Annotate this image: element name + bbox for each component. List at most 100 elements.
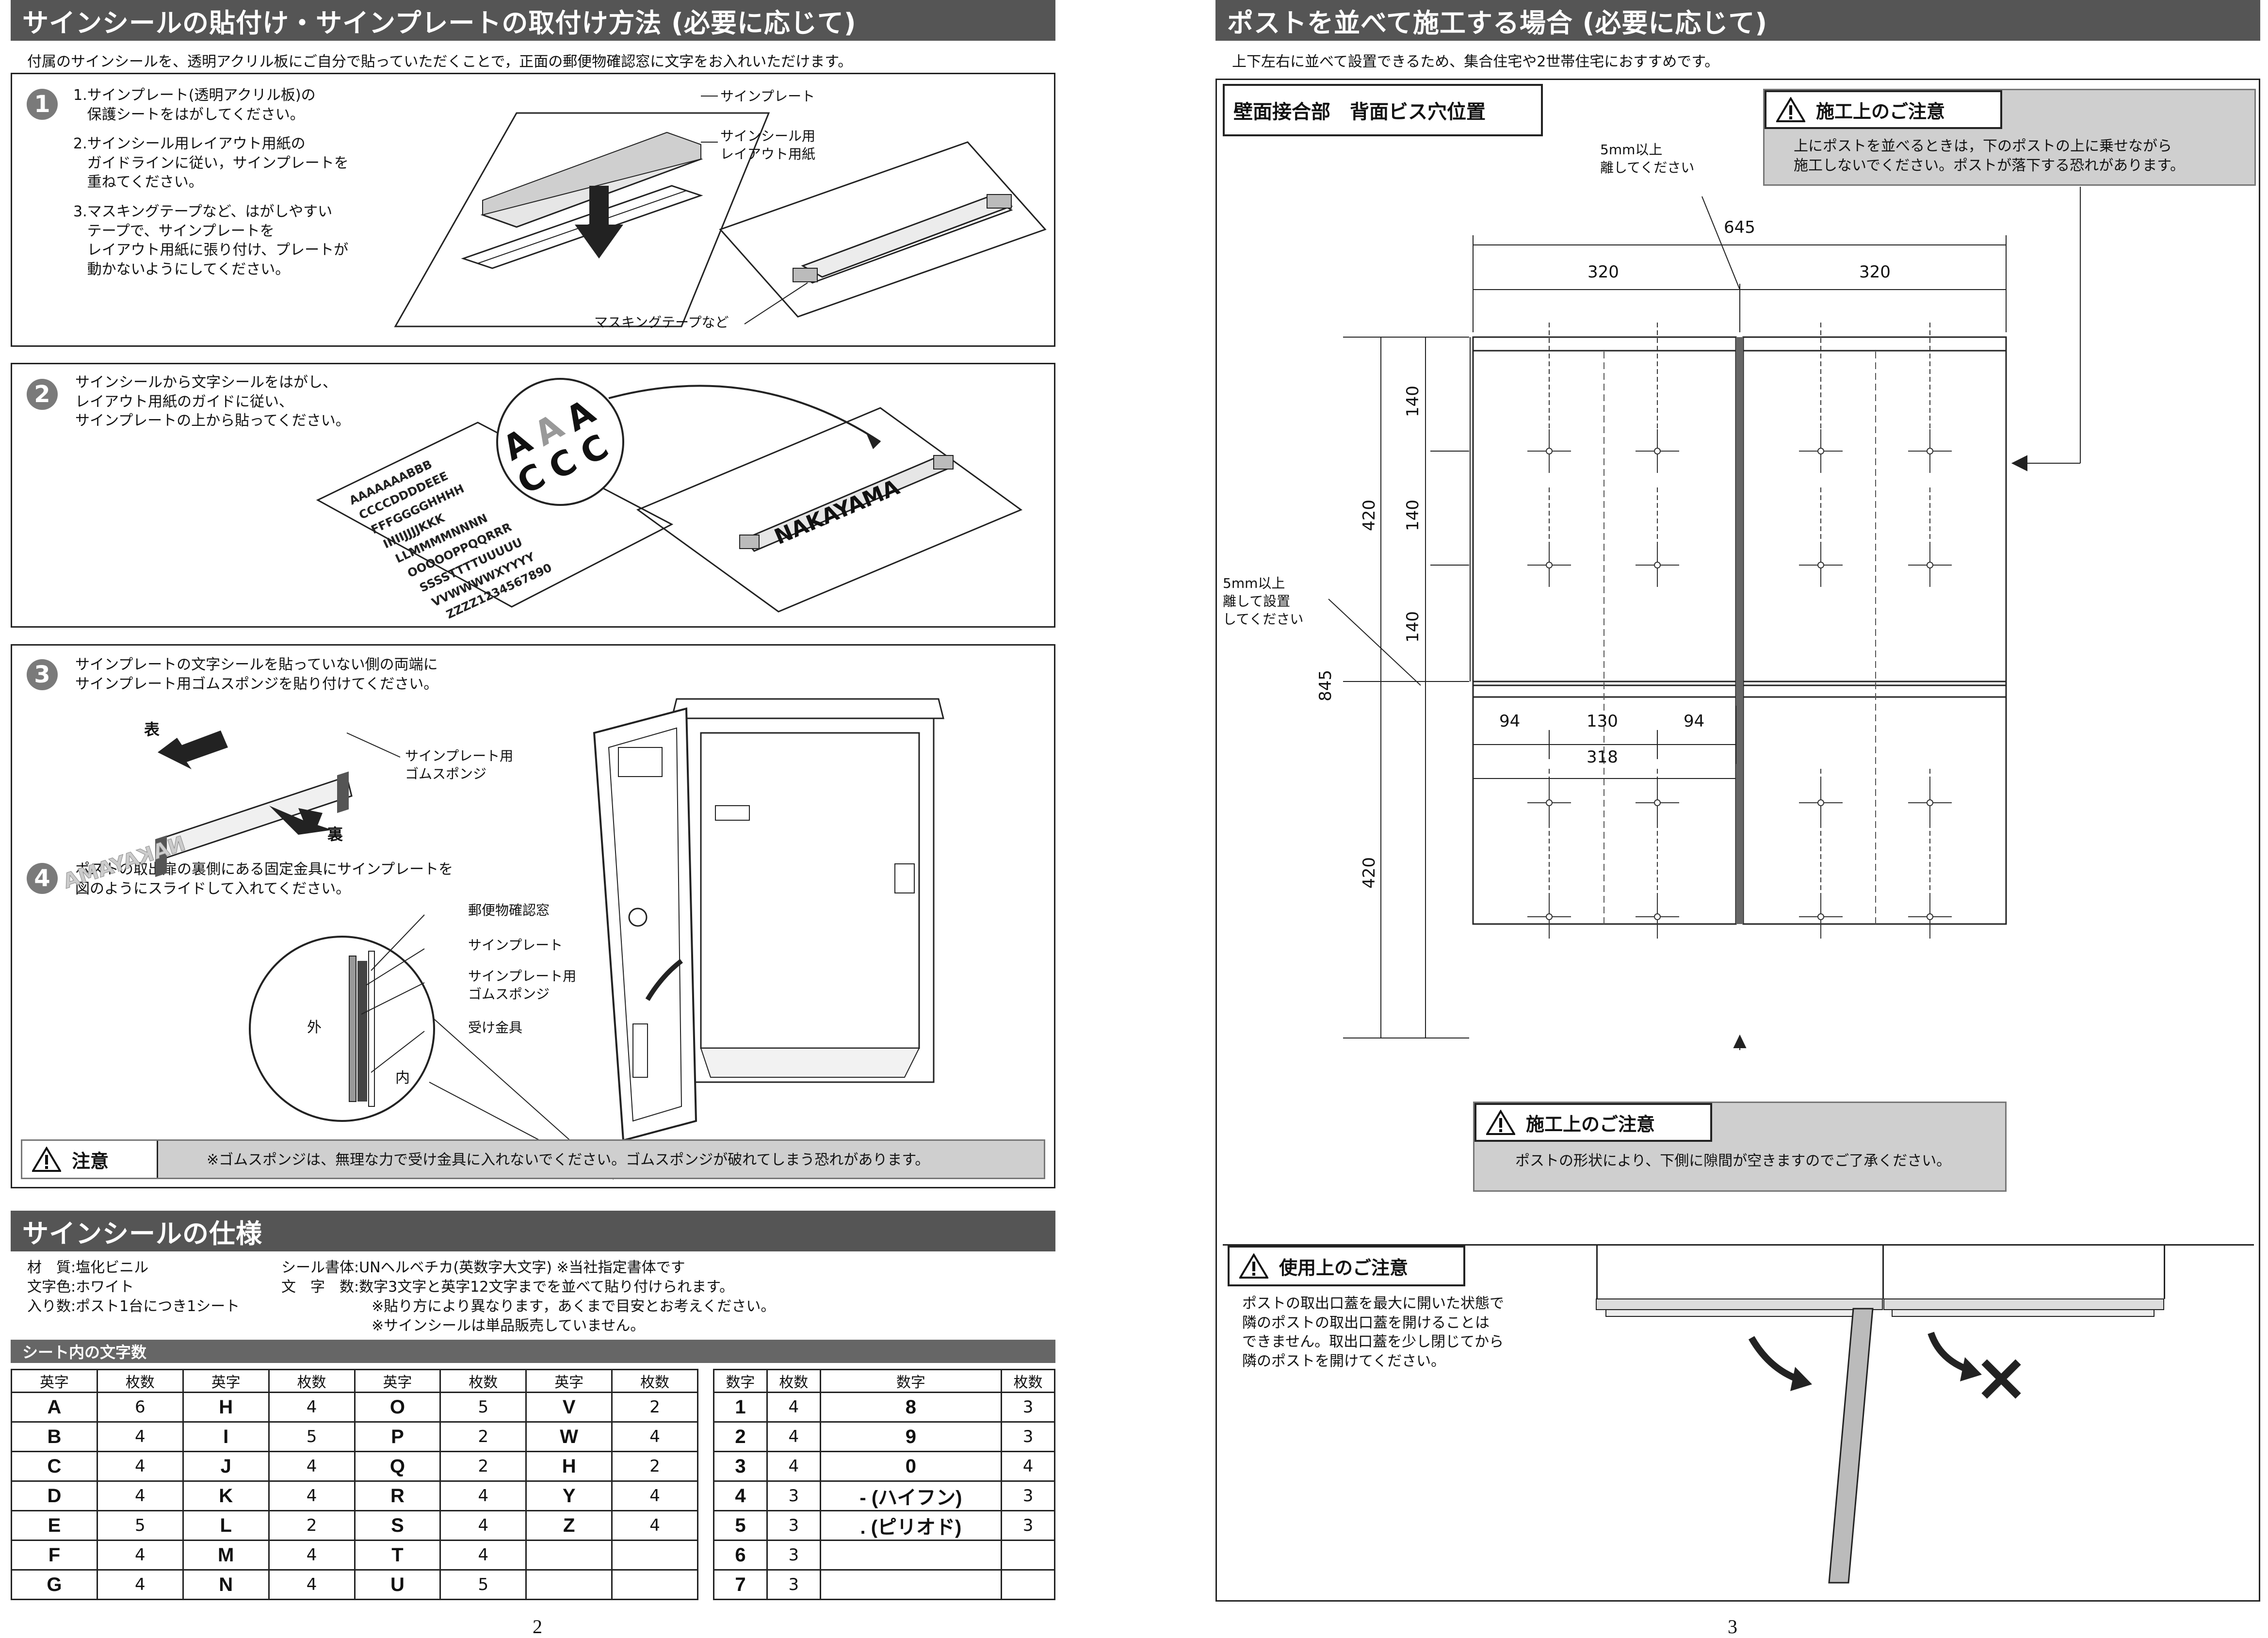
alpha-char-cell: P <box>354 1421 441 1452</box>
alpha-count-cell: 2 <box>611 1451 698 1482</box>
right-panel: 壁面接合部 背面ビス穴位置 施工上のご注意 上にポストを並べるときは，下のポスト… <box>1215 79 2260 1602</box>
alpha-count-cell: 4 <box>611 1421 698 1452</box>
screw-hole-center <box>1546 799 1553 806</box>
caution-text: ※ゴムスポンジは、無理な力で受け金具に入れないでください。ゴムスポンジが破れてし… <box>207 1151 930 1168</box>
screw-hole-center <box>1927 799 1933 806</box>
alpha-char-cell: F <box>11 1540 98 1571</box>
caution-mid-header: 施工上のご注意 <box>1474 1103 1712 1142</box>
right-header-bar: ポストを並べて施工する場合 (必要に応じて) <box>1215 0 2260 41</box>
num-count-cell: 4 <box>1001 1451 1055 1482</box>
spec-material: 材 質:塩化ビニル <box>27 1259 149 1276</box>
step2-panel: 2 サインシールから文字シールをはがし、 レイアウト用紙のガイドに従い、 サイン… <box>11 363 1055 628</box>
num-header-cell: 数字 <box>713 1369 768 1393</box>
num-char-cell: - (ハイフン) <box>819 1480 1003 1511</box>
screw-hole-center <box>1927 448 1933 454</box>
alpha-header-cell: 英字 <box>11 1369 98 1393</box>
alpha-char-cell: D <box>11 1480 98 1511</box>
num-char-cell: 8 <box>819 1392 1003 1423</box>
num-header-cell: 枚数 <box>1001 1369 1055 1393</box>
alpha-count-cell <box>611 1569 698 1600</box>
alpha-count-cell: 4 <box>268 1540 356 1571</box>
alpha-char-cell: B <box>11 1421 98 1452</box>
chars-header-bar: シート内の文字数 <box>11 1340 1055 1363</box>
alpha-count-cell: 4 <box>439 1510 527 1541</box>
alpha-count-cell: 5 <box>96 1510 184 1541</box>
num-count-cell: 3 <box>1001 1392 1055 1423</box>
caution-use-title: 使用上のご注意 <box>1279 1257 1409 1279</box>
spec-title: サインシールの仕様 <box>22 1218 262 1249</box>
dim-94-left: 94 <box>1499 712 1521 731</box>
caution-top-header: 施工上のご注意 <box>1765 90 2002 129</box>
spec-note2: ※サインシールは単品販売していません。 <box>372 1317 645 1334</box>
alpha-header-row: 英字枚数英字枚数英字枚数英字枚数 <box>11 1369 698 1393</box>
num-char-cell: 4 <box>713 1480 768 1511</box>
spec-color: 文字色:ホワイト <box>27 1279 134 1296</box>
caution-header: 注意 <box>22 1141 158 1178</box>
alpha-count-cell: 4 <box>96 1421 184 1452</box>
step4-label-window: 郵便物確認窓 <box>468 902 550 918</box>
step1-text2: 2.サインシール用レイアウト用紙の ガイドラインに従い，サインプレートを 重ねて… <box>73 135 349 191</box>
alpha-header-cell: 枚数 <box>611 1369 698 1393</box>
screw-hole-center <box>1927 562 1933 568</box>
num-char-cell: 6 <box>713 1540 768 1571</box>
num-count-cell: 3 <box>766 1540 821 1571</box>
alpha-char-cell: N <box>182 1569 270 1600</box>
num-char-cell: 1 <box>713 1392 768 1423</box>
caution-box: 注意 ※ゴムスポンジは、無理な力で受け金具に入れないでください。ゴムスポンジが破… <box>21 1139 1045 1179</box>
num-char-cell: 7 <box>713 1569 768 1600</box>
dim-140-c: 140 <box>1403 611 1423 643</box>
screw-hole-center <box>1654 799 1661 806</box>
alpha-count-cell: 5 <box>439 1569 527 1600</box>
step1-text1: 1.サインプレート(透明アクリル板)の 保護シートをはがしてください。 <box>73 87 316 123</box>
alpha-count-cell: 2 <box>268 1510 356 1541</box>
diagram-title: 壁面接合部 背面ビス穴位置 <box>1233 101 1486 123</box>
dim-gap-note: 5mm以上 離してください <box>1600 142 1695 176</box>
step1-number: 1 <box>27 89 58 120</box>
alpha-char-cell: U <box>354 1569 441 1600</box>
diagram-title-box: 壁面接合部 背面ビス穴位置 <box>1223 84 1543 136</box>
alpha-char-cell <box>525 1569 613 1600</box>
alpha-char-cell: Q <box>354 1451 441 1482</box>
dim-845: 845 <box>1316 669 1336 701</box>
dim-420-b: 420 <box>1360 857 1379 889</box>
caution-top-text: 上にポストを並べるときは，下のポストの上に乗せながら 施工しないでください。ポス… <box>1794 138 2185 174</box>
num-count-cell: 3 <box>1001 1510 1055 1541</box>
num-char-cell: 0 <box>819 1451 1003 1482</box>
num-count-cell <box>1001 1540 1055 1571</box>
alpha-count-cell: 6 <box>96 1392 184 1423</box>
svg-text:NAKAYAMA: NAKAYAMA <box>771 475 903 550</box>
right-page-number: 3 <box>1728 1616 1737 1638</box>
step1-illustration <box>394 96 1047 327</box>
alpha-char-cell <box>525 1540 613 1571</box>
dim-total-width: 645 <box>1724 218 1755 237</box>
num-count-cell: 4 <box>766 1392 821 1423</box>
screw-hole-center <box>1546 562 1553 568</box>
dim-420-a: 420 <box>1360 499 1379 531</box>
step1-label-layout: サインシール用 レイアウト用紙 <box>720 128 816 162</box>
alpha-count-cell: 5 <box>268 1421 356 1452</box>
spec-quantity: 入り数:ポスト1台につき1シート <box>27 1298 240 1315</box>
step2-number: 2 <box>27 379 58 410</box>
num-header-cell: 枚数 <box>766 1369 821 1393</box>
alpha-char-cell: O <box>354 1392 441 1423</box>
chars-title: シート内の文字数 <box>22 1343 147 1362</box>
screw-hole-center <box>1817 799 1824 806</box>
num-count-cell: 3 <box>1001 1480 1055 1511</box>
caution-title: 注意 <box>72 1150 109 1172</box>
dim-side-note: 5mm以上 離して設置 してください <box>1223 575 1304 627</box>
num-count-cell <box>1001 1569 1055 1600</box>
num-count-cell: 3 <box>766 1480 821 1511</box>
caution-use-text: ポストの取出口蓋を最大に開いた状態で 隣のポストの取出口蓋を開けることは できま… <box>1242 1295 1504 1370</box>
num-char-cell <box>819 1569 1003 1600</box>
